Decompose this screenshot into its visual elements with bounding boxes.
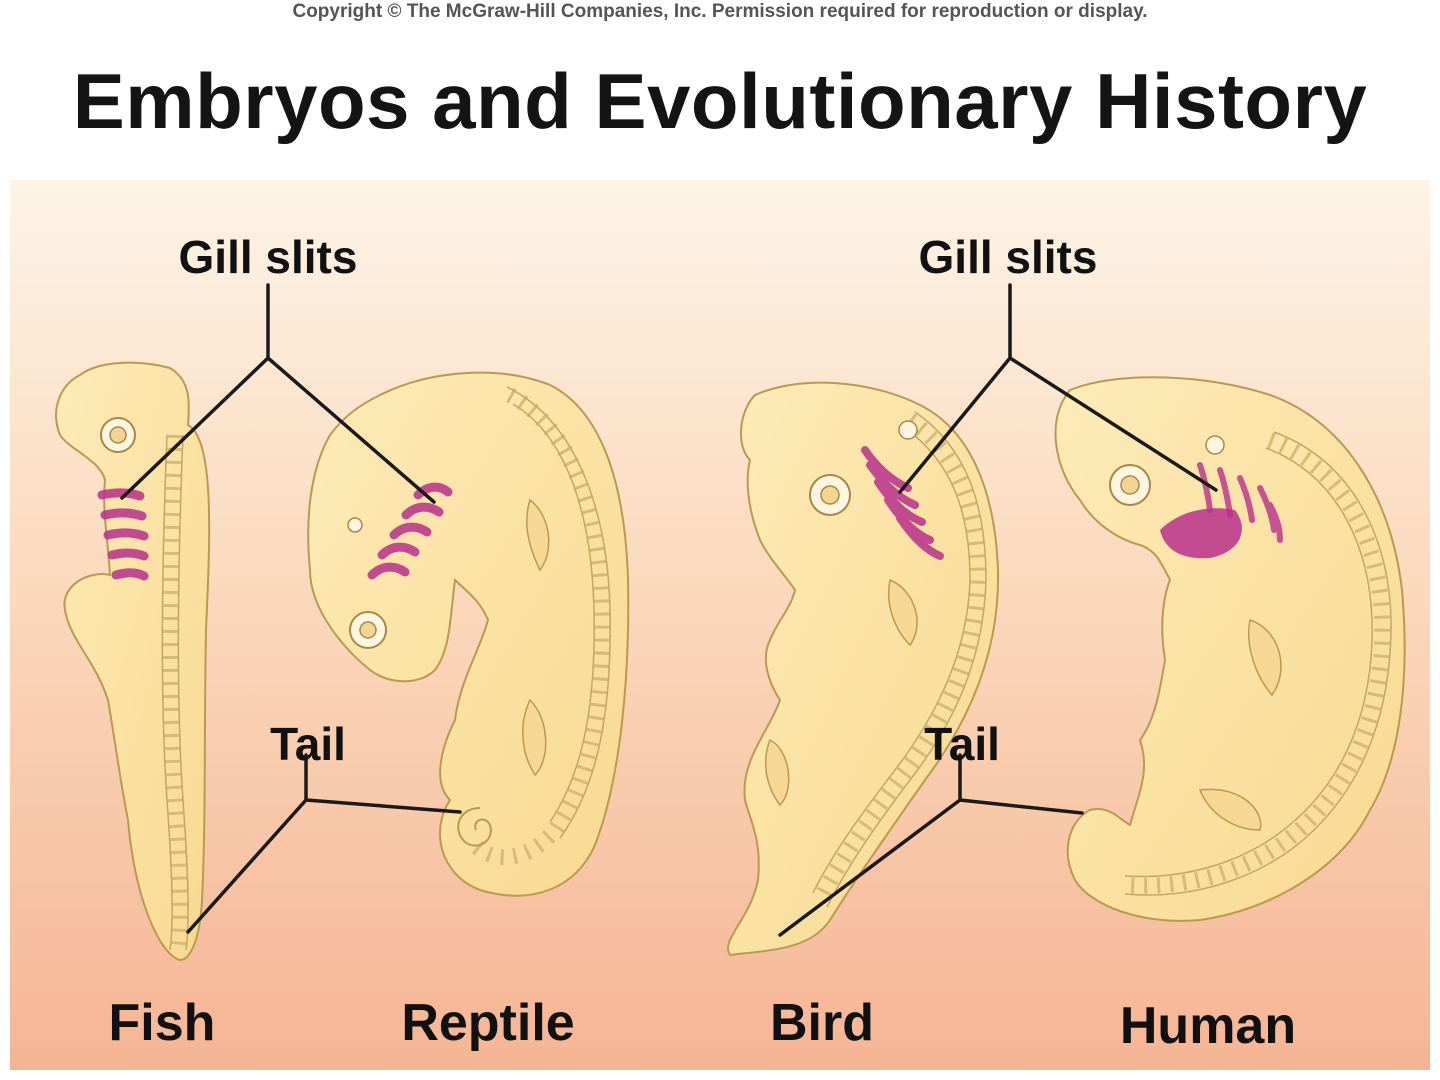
embryo-name-reptile: Reptile: [401, 994, 574, 1052]
bird-embryo: [727, 381, 1000, 957]
reptile-gill-slits: [367, 482, 453, 580]
copyright-notice: Copyright © The McGraw-Hill Companies, I…: [292, 1, 1148, 22]
embryo-panel: Gill slits Gill slits Tail Tail Fish Rep…: [10, 180, 1430, 1070]
gill-slits-right-leader: [898, 283, 1218, 494]
embryo-name-human: Human: [1120, 997, 1296, 1055]
tail-left-leader: [186, 753, 462, 934]
human-gill-slits: [1160, 462, 1283, 559]
human-embryo: [1054, 376, 1406, 922]
diagram-title: Embryos and Evolutionary History: [72, 57, 1368, 145]
fish-spine: [162, 434, 189, 952]
tail-right-label: Tail: [924, 718, 1000, 770]
gill-slits-left-leader: [120, 283, 436, 504]
embryo-illustration: Gill slits Gill slits Tail Tail Fish Rep…: [10, 180, 1430, 1070]
reptile-embryo: [307, 371, 630, 897]
leader-lines: [120, 283, 1218, 937]
bird-gill-slits: [861, 446, 944, 560]
fish-gill-slits: [97, 488, 149, 581]
tail-right-leader: [778, 753, 1084, 937]
fish-embryo: [55, 361, 211, 962]
human-head-dot: [1205, 435, 1225, 455]
human-embryo-body: [1054, 376, 1406, 922]
fish-embryo-body: [55, 361, 211, 962]
embryo-name-bird: Bird: [770, 994, 874, 1052]
gill-slits-right-label: Gill slits: [919, 231, 1098, 283]
gill-slits-left-label: Gill slits: [179, 231, 358, 283]
tail-left-label: Tail: [270, 718, 346, 770]
embryo-name-fish: Fish: [109, 994, 216, 1052]
reptile-tail-coil: [457, 807, 492, 847]
reptile-head-dot: [347, 517, 363, 533]
reptile-spine: [469, 387, 611, 865]
bird-head-dot: [898, 420, 918, 440]
bird-spine: [812, 413, 987, 904]
bird-embryo-body: [727, 381, 1000, 957]
reptile-embryo-body: [307, 371, 630, 897]
